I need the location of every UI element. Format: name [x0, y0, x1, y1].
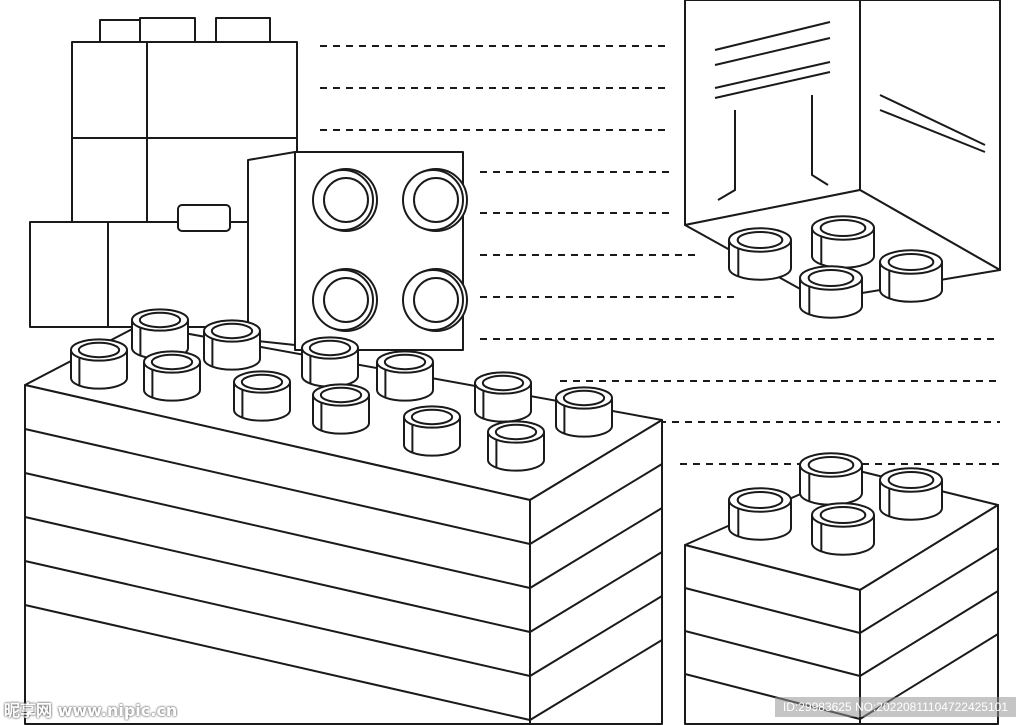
id-watermark: ID:29983625 NO:20220811104722425101 — [774, 697, 1016, 717]
stripe — [24, 428, 663, 546]
face-stud — [402, 168, 468, 232]
stud — [143, 350, 201, 402]
stripe — [24, 560, 663, 678]
stud — [301, 336, 359, 388]
stud — [474, 371, 532, 423]
stud — [879, 467, 943, 521]
stud — [799, 265, 863, 319]
stud — [728, 227, 792, 281]
stud — [203, 319, 261, 371]
stud — [879, 249, 943, 303]
stud — [811, 215, 875, 269]
large-block-studs — [70, 308, 613, 472]
stud — [70, 338, 128, 390]
hanging-block-studs — [728, 215, 943, 319]
stripe — [24, 472, 663, 590]
stud — [811, 502, 875, 556]
face-stud — [402, 268, 468, 332]
face-stud — [312, 268, 378, 332]
small-block — [684, 469, 999, 725]
small-block-stripes — [684, 547, 999, 721]
stud — [555, 386, 613, 438]
stud — [487, 420, 545, 472]
face-stud — [312, 168, 378, 232]
large-block-stripes — [24, 428, 663, 722]
small-block-studs — [728, 452, 943, 556]
stripe — [684, 590, 999, 678]
stud — [403, 405, 461, 457]
stud — [799, 452, 863, 506]
stripe — [684, 633, 999, 721]
stripe — [24, 516, 663, 634]
site-watermark: 昵享网 www.nipic.cn — [4, 701, 178, 720]
stripe — [684, 547, 999, 635]
stud — [728, 487, 792, 541]
stud — [131, 308, 189, 360]
dashed-writing-lines — [320, 45, 1000, 465]
stud — [312, 383, 370, 435]
stud — [233, 370, 291, 422]
face-studs — [312, 168, 468, 332]
stripe — [24, 604, 663, 722]
stud — [376, 350, 434, 402]
